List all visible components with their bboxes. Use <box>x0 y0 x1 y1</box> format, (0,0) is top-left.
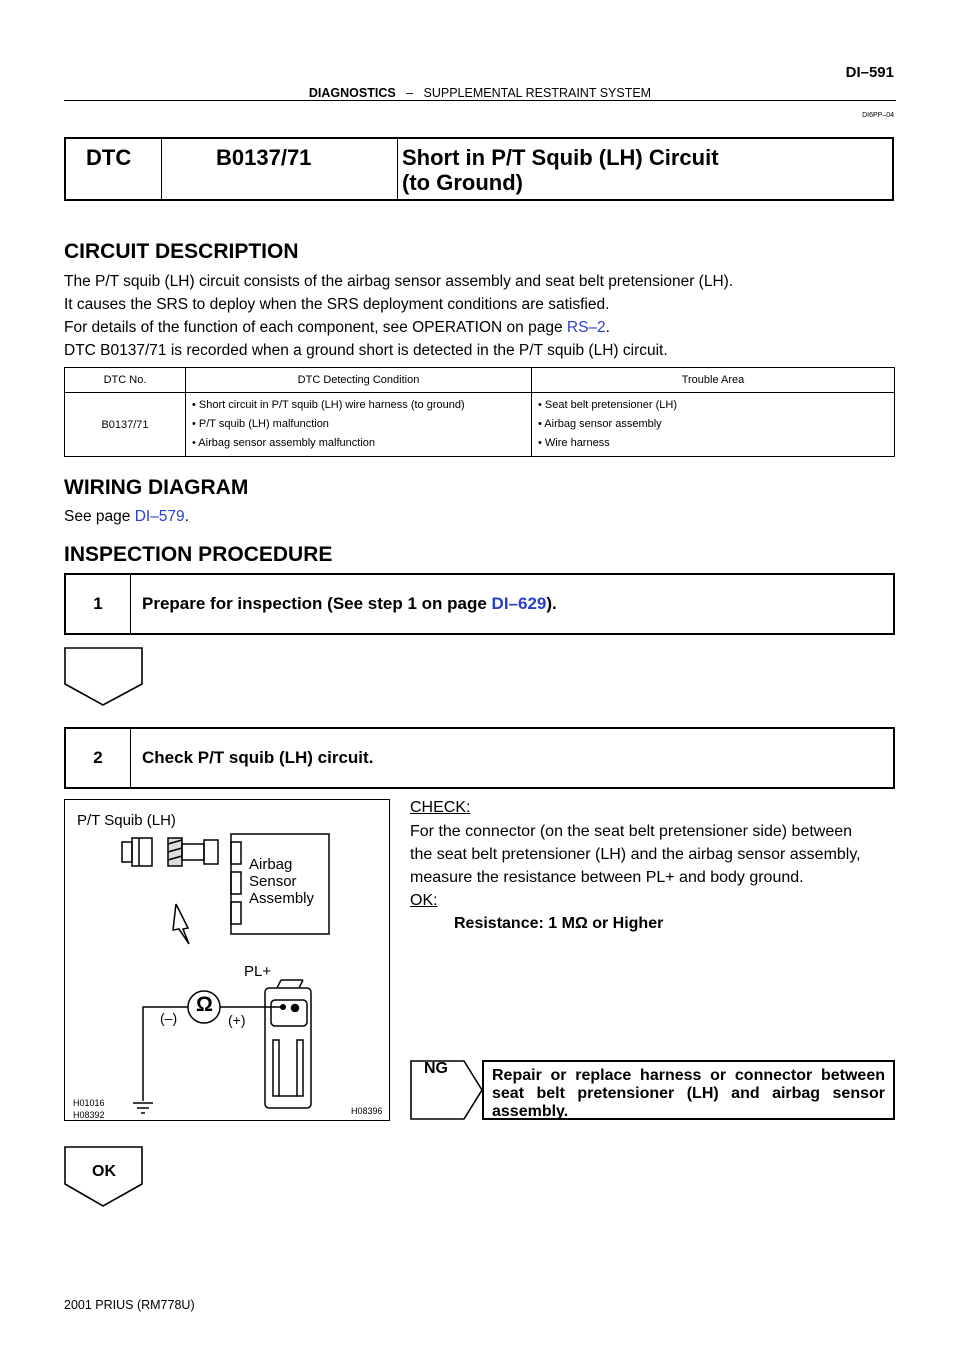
dtc-table-row: B0137/71 • Short circuit in P/T squib (L… <box>64 392 895 457</box>
figure-code-2: H08392 <box>73 1110 105 1120</box>
wiring-text: See page <box>64 508 135 525</box>
pretensioner-connector-icon <box>264 979 312 1109</box>
airbag-sensor-icon <box>230 833 330 935</box>
dtc-table-header-condition: DTC Detecting Condition <box>185 367 532 393</box>
airbag-sensor-label-3: Assembly <box>249 890 315 907</box>
step-1-label-end: ). <box>546 594 557 613</box>
di629-link[interactable]: DI–629 <box>491 594 547 613</box>
header-subsection: SUPPLEMENTAL RESTRAINT SYSTEM <box>423 86 652 100</box>
squib-circuit-diagram <box>121 833 330 1114</box>
squib-circuit-figure: P/T Squib (LH) Airbag Sensor Assembly PL… <box>64 799 390 1121</box>
condition-item: • Short circuit in P/T squib (LH) wire h… <box>192 399 465 411</box>
ng-arrow-icon <box>410 1060 483 1120</box>
page-number: DI–591 <box>845 64 894 81</box>
area-item: • Airbag sensor assembly <box>538 418 662 430</box>
circuit-description-heading: CIRCUIT DESCRIPTION <box>64 240 299 263</box>
dtc-table-cell-dtc-no: B0137/71 <box>64 392 186 457</box>
wiring-diagram-heading: WIRING DIAGRAM <box>64 476 249 499</box>
figure-code-3: H08396 <box>351 1106 383 1116</box>
figure-code-1: H01016 <box>73 1098 105 1108</box>
header-section: DIAGNOSTICS – SUPPLEMENTAL RESTRAINT SYS… <box>0 86 960 100</box>
wiring-diagram-text: See page DI–579. <box>64 505 189 528</box>
dtc-table-header-row: DTC No. DTC Detecting Condition Trouble … <box>64 367 895 393</box>
condition-item: • Airbag sensor assembly malfunction <box>192 437 375 449</box>
circuit-description-text: The P/T squib (LH) circuit consists of t… <box>64 270 733 362</box>
ohm-symbol: Ω <box>196 993 213 1016</box>
figure-codes: H01016 H08392 <box>73 1097 105 1121</box>
wiring-text-end: . <box>184 508 189 525</box>
ground-lead-wire <box>142 1006 188 1101</box>
dtc-table-cell-condition: • Short circuit in P/T squib (LH) wire h… <box>185 392 532 457</box>
step-2-box: 2 Check P/T squib (LH) circuit. <box>64 727 895 789</box>
pl-plus-label: PL+ <box>244 963 272 980</box>
step-2-text: Check P/T squib (LH) circuit. <box>142 748 374 767</box>
dtc-table-header-dtc-no: DTC No. <box>64 367 186 393</box>
probe-tip-icon <box>280 1004 286 1010</box>
step-1-number: 1 <box>66 575 131 633</box>
rs2-link[interactable]: RS–2 <box>566 319 606 336</box>
header-rule <box>64 100 896 101</box>
circuit-description-line4: DTC B0137/71 is recorded when a ground s… <box>64 342 668 359</box>
dtc-code-cell <box>161 139 398 199</box>
step-2-number: 2 <box>66 729 131 787</box>
airbag-sensor-label: Airbag Sensor Assembly <box>249 856 314 907</box>
circuit-description-line3: For details of the function of each comp… <box>64 316 733 339</box>
squib-label: P/T Squib (LH) <box>77 812 176 829</box>
ground-icon <box>133 1102 153 1114</box>
step-1-box: 1 Prepare for inspection (See step 1 on … <box>64 573 895 635</box>
ok-result: Resistance: 1 MΩ or Higher <box>454 915 664 932</box>
check-line2: the seat belt pretensioner (LH) and the … <box>410 846 861 863</box>
check-line3: measure the resistance between PL+ and b… <box>410 869 804 886</box>
ok-label: OK: <box>410 892 438 909</box>
positive-label: (+) <box>228 1012 246 1028</box>
dtc-table: DTC No. DTC Detecting Condition Trouble … <box>64 367 895 457</box>
dtc-label-cell <box>66 139 162 199</box>
ng-action-box: Repair or replace harness or connector b… <box>482 1060 895 1120</box>
dtc-title-box: DTC B0137/71 Short in P/T Squib (LH) Cir… <box>64 137 894 201</box>
ok-arrow-label: OK <box>92 1163 116 1180</box>
circuit-description-line1: The P/T squib (LH) circuit consists of t… <box>64 273 734 290</box>
condition-item: • P/T squib (LH) malfunction <box>192 418 329 430</box>
circuit-description-line3-end: . <box>605 319 610 336</box>
dtc-code: B0137/71 <box>216 145 312 170</box>
ng-label: NG <box>424 1060 448 1077</box>
check-line1: For the connector (on the seat belt pret… <box>410 823 853 840</box>
ok-arrow-icon <box>64 1146 143 1207</box>
next-step-arrow-icon <box>64 647 143 706</box>
dtc-description-line2: (to Ground) <box>402 170 523 195</box>
airbag-sensor-label-1: Airbag <box>249 856 293 873</box>
circuit-description-line3-text: For details of the function of each comp… <box>64 319 567 336</box>
step-1-text: Prepare for inspection (See step 1 on pa… <box>142 575 557 633</box>
check-label: CHECK: <box>410 799 471 816</box>
dtc-description-line1: Short in P/T Squib (LH) Circuit <box>402 145 719 170</box>
di579-link[interactable]: DI–579 <box>134 508 185 525</box>
dtc-table-header-area: Trouble Area <box>531 367 895 393</box>
area-item: • Wire harness <box>538 437 610 449</box>
header-section-title: DIAGNOSTICS <box>308 86 396 100</box>
document-code: DI6PP–04 <box>862 112 894 119</box>
circuit-description-line2: It causes the SRS to deploy when the SRS… <box>64 296 610 313</box>
step-1-label: Prepare for inspection (See step 1 on pa… <box>142 594 492 613</box>
inspection-procedure-heading: INSPECTION PROCEDURE <box>64 543 333 566</box>
footer-model: 2001 PRIUS (RM778U) <box>64 1298 195 1312</box>
airbag-sensor-label-2: Sensor <box>249 873 297 890</box>
dtc-label: DTC <box>86 145 132 170</box>
squib-connector-icon <box>121 837 219 867</box>
arrow-down-icon <box>172 903 190 945</box>
area-item: • Seat belt pretensioner (LH) <box>538 399 677 411</box>
dtc-table-cell-area: • Seat belt pretensioner (LH) • Airbag s… <box>531 392 895 457</box>
header-dash: – <box>406 86 414 100</box>
negative-label: (–) <box>160 1010 178 1026</box>
